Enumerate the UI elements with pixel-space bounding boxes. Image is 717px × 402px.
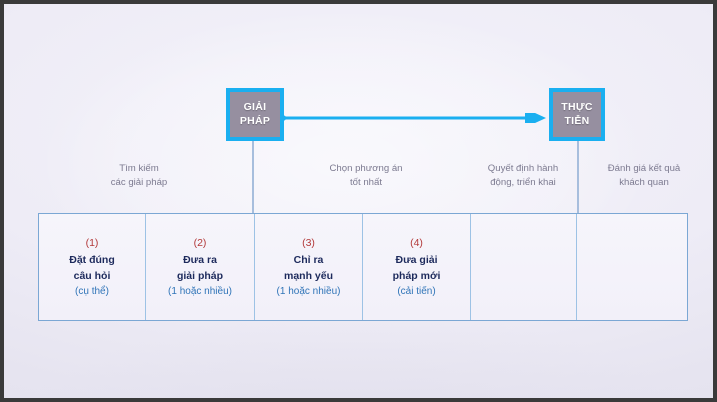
cell-title: Đưa giải pháp mới bbox=[392, 253, 441, 282]
cell-note: (1 hoặc nhiều) bbox=[168, 286, 232, 298]
connector-line-solution bbox=[252, 141, 254, 214]
cell-note: (1 hoặc nhiều) bbox=[276, 286, 341, 298]
cell-number: (1) bbox=[85, 236, 99, 249]
caption-chon-phuong-an: Chọn phương án tốt nhất bbox=[329, 163, 403, 188]
table-cell[interactable]: (1) Đặt đúng câu hỏi (cụ thể) bbox=[39, 214, 146, 320]
node-thuc-tien[interactable]: THỰC TIỄN bbox=[549, 88, 605, 141]
cell-title: Đưa ra giải pháp bbox=[176, 253, 224, 282]
connector-line-practice bbox=[577, 141, 579, 214]
cell-number: (3) bbox=[302, 236, 315, 249]
node-giai-phap[interactable]: GIẢI PHÁP bbox=[226, 88, 284, 141]
caption-tim-kiem: Tìm kiếm các giải pháp bbox=[110, 163, 168, 188]
slide-canvas: GIẢI PHÁP THỰC TIỄN Tìm kiếm các giải ph… bbox=[4, 4, 713, 398]
node-giai-phap-label: GIẢI PHÁP bbox=[239, 101, 271, 127]
cell-title: Đặt đúng câu hỏi bbox=[69, 253, 115, 282]
background-vignette bbox=[4, 4, 713, 398]
cell-title: Chỉ ra mạnh yếu bbox=[283, 253, 333, 282]
cell-number: (4) bbox=[410, 236, 423, 249]
caption-quyet-dinh: Quyết định hành động, triển khai bbox=[487, 163, 559, 188]
cell-number: (2) bbox=[193, 236, 207, 249]
table-cell[interactable]: (4) Đưa giải pháp mới (cải tiến) bbox=[363, 214, 471, 320]
table-cell[interactable]: (3) Chỉ ra mạnh yếu (1 hoặc nhiều) bbox=[255, 214, 363, 320]
table-cell-empty[interactable] bbox=[471, 214, 577, 320]
caption-danh-gia: Đánh giá kết quả khách quan bbox=[607, 163, 681, 188]
steps-table: (1) Đặt đúng câu hỏi (cụ thể) (2) Đưa ra… bbox=[38, 213, 688, 321]
node-thuc-tien-label: THỰC TIỄN bbox=[561, 101, 593, 127]
arrow-solution-to-practice bbox=[282, 113, 546, 123]
table-cell-empty[interactable] bbox=[577, 214, 689, 320]
table-cell[interactable]: (2) Đưa ra giải pháp (1 hoặc nhiều) bbox=[146, 214, 255, 320]
cell-note: (cụ thể) bbox=[75, 286, 109, 298]
cell-note: (cải tiến) bbox=[397, 286, 436, 298]
